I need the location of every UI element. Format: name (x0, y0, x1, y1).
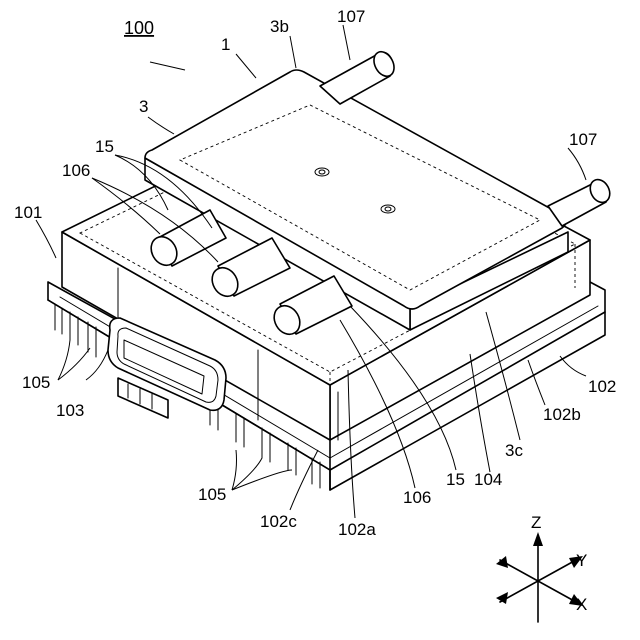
label-107-top: 107 (337, 7, 365, 26)
pipe-top (320, 48, 398, 104)
axis-label-x: X (576, 595, 587, 614)
label-106-left: 106 (62, 161, 90, 180)
axis-label-z: Z (531, 513, 541, 532)
label-105-left: 105 (22, 373, 50, 392)
axis-triad (496, 532, 583, 622)
label-102a: 102a (338, 520, 376, 539)
label-100: 100 (124, 18, 154, 38)
label-105-bottom: 105 (198, 485, 226, 504)
label-3c: 3c (505, 441, 523, 460)
label-3: 3 (139, 97, 148, 116)
label-103: 103 (56, 401, 84, 420)
label-1: 1 (221, 35, 230, 54)
y-neg-arrow-icon (496, 592, 508, 604)
x-neg-arrow-icon (496, 556, 508, 568)
label-3b: 3b (270, 17, 289, 36)
z-arrow-icon (533, 532, 543, 546)
label-107-right: 107 (569, 130, 597, 149)
label-104: 104 (474, 470, 502, 489)
label-102c: 102c (260, 512, 297, 531)
label-101: 101 (14, 203, 42, 222)
axis-label-y: Y (576, 551, 587, 570)
label-15-right: 15 (446, 470, 465, 489)
pipe-right (548, 176, 614, 226)
label-106-right: 106 (403, 488, 431, 507)
label-15-left: 15 (95, 137, 114, 156)
label-102: 102 (588, 377, 616, 396)
label-102b: 102b (543, 405, 581, 424)
